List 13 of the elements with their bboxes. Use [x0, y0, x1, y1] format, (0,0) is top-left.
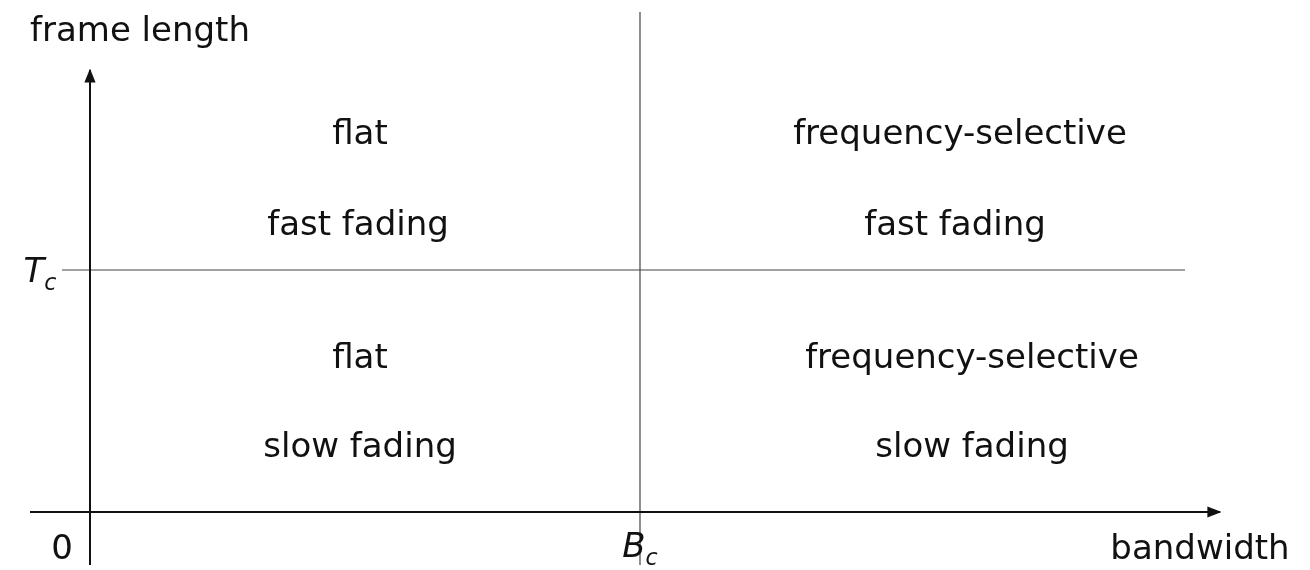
quadrant-label: flat [332, 338, 388, 376]
quadrant-label: slow fading [263, 427, 457, 465]
quadrant-label: frequency-selective [793, 114, 1127, 152]
quadrant-label: fast fading [864, 205, 1046, 243]
quadrant-label: frequency-selective [805, 338, 1139, 376]
axis-title: frame length [30, 11, 250, 49]
axis-title: bandwidth [1110, 529, 1290, 567]
quadrant-label: fast fading [267, 205, 449, 243]
tick-label: T$_{c}$ [23, 251, 57, 295]
quadrant-label: flat [332, 114, 388, 152]
tick-label: B$_{c}$ [622, 526, 658, 570]
tick-label: 0 [51, 529, 73, 567]
quadrant-label: slow fading [875, 427, 1069, 465]
